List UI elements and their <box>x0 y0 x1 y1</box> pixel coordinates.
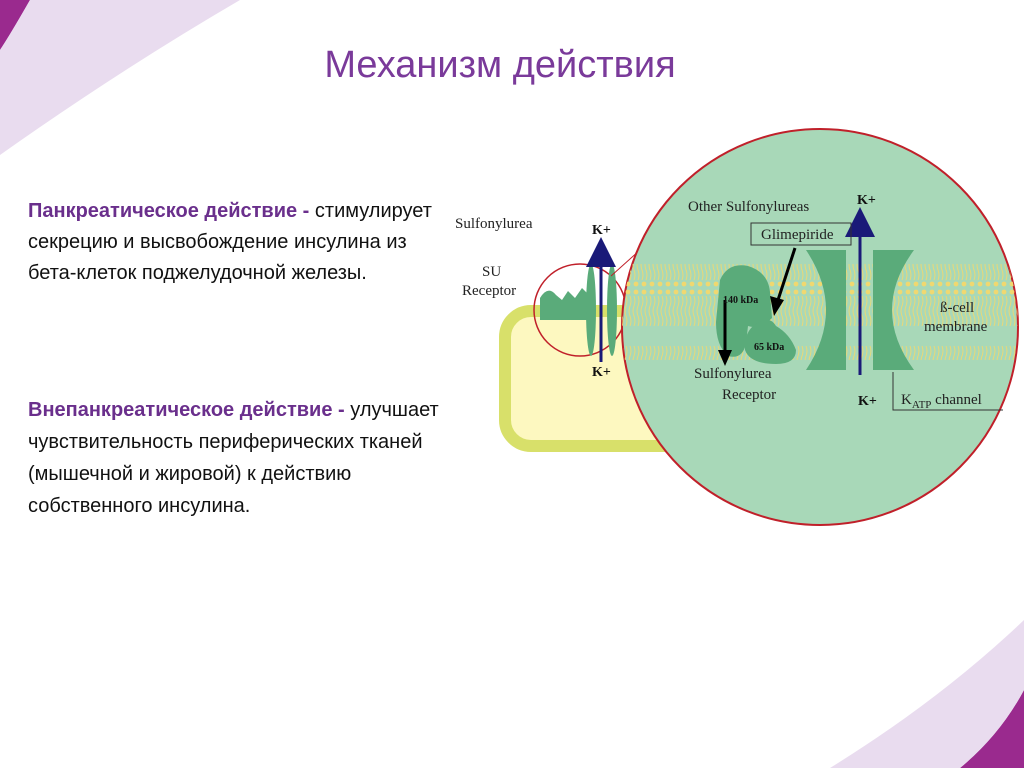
kda-140-label: 140 kDa <box>723 295 758 306</box>
glimepiride-box <box>750 222 852 246</box>
corner-top-left-light <box>0 0 240 155</box>
other-sulfonylureas-label: Other Sulfonylureas <box>688 199 809 215</box>
glimepiride-arrow-shaft <box>776 247 797 301</box>
corner-top-left-dark <box>0 0 30 50</box>
sulfonylurea-receptor-label-2: Receptor <box>722 387 776 403</box>
k-plus-top-small: K+ <box>592 223 611 238</box>
su-receptor-label: Receptor <box>462 283 516 299</box>
glimepiride-label: Glimepiride <box>761 227 834 243</box>
channel-small-left <box>586 264 596 356</box>
k-plus-top-large: K+ <box>857 193 876 208</box>
katp-sub: ATP <box>912 399 932 411</box>
corner-bottom-right-light <box>830 620 1024 768</box>
corner-bottom-right-dark <box>960 690 1024 768</box>
katp-label-box <box>892 372 1003 411</box>
pancreatic-text: стимулирует секрецию и высвобождение инс… <box>28 200 432 284</box>
katp-channel-right <box>873 250 914 370</box>
channel-small-right <box>607 264 617 356</box>
su-label: SU <box>482 264 501 280</box>
page-title: Механизм действия <box>324 44 676 86</box>
sulfonylurea-receptor-label-1: Sulfonylurea <box>694 366 772 382</box>
beta-cell-label-2: membrane <box>924 319 988 335</box>
extrapancreatic-action-block: Внепанкреатическое действие - улучшает ч… <box>28 394 458 522</box>
katp-channel-label: KATP channel <box>901 392 982 411</box>
su-receptor-small <box>540 288 590 320</box>
k-plus-bottom-large: K+ <box>858 394 877 409</box>
subunit-65kda <box>744 319 796 364</box>
glimepiride-arrow-head <box>770 296 784 316</box>
kda-65-label: 65 kDa <box>754 342 784 353</box>
extrapancreatic-text: улучшает чувствительность периферических… <box>28 399 439 517</box>
katp-k: K <box>901 392 912 408</box>
katp-channel-left <box>806 250 846 370</box>
pancreatic-action-block: Панкреатическое действие - стимулирует с… <box>28 196 458 289</box>
beta-cell-label-1: ß-cell <box>940 300 974 316</box>
katp-rest: channel <box>931 392 981 408</box>
extrapancreatic-heading: Внепанкреатическое действие - <box>28 399 345 421</box>
receptor-140kda <box>716 265 772 357</box>
pancreatic-heading: Панкреатическое действие - <box>28 200 310 222</box>
k-plus-bottom-small: K+ <box>592 365 611 380</box>
sulfonylurea-label: Sulfonylurea <box>455 216 533 232</box>
receptor-black-arrow-head <box>718 350 732 366</box>
